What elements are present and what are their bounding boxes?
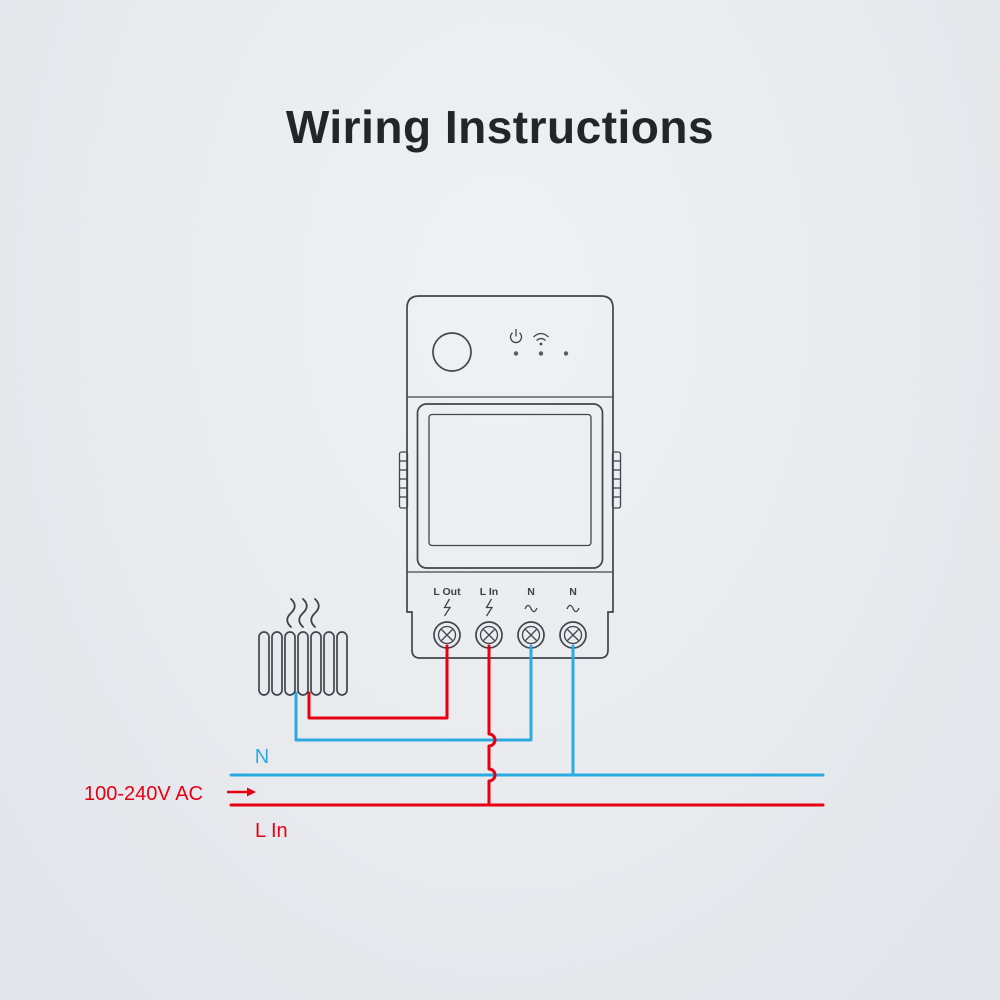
page-title: Wiring Instructions	[285, 101, 715, 153]
led-indicator	[563, 351, 569, 356]
terminal-label: N	[527, 586, 535, 598]
neutral-line-label: N	[255, 746, 269, 768]
terminal-screw-n1	[517, 621, 545, 649]
lightning-icon	[485, 598, 494, 617]
mounting-clip-right	[611, 451, 622, 509]
terminal-label: L In	[480, 586, 498, 598]
heater-load	[258, 598, 348, 696]
mounting-clip-left	[398, 451, 409, 509]
wifi-icon	[533, 332, 549, 346]
ac-wave-icon	[566, 604, 580, 613]
radiator-fins	[258, 631, 348, 696]
device-screen-display	[428, 413, 592, 547]
smart-switch-device: L Out L In N N	[398, 295, 622, 659]
led-indicator	[513, 351, 519, 356]
heat-waves-icon	[286, 598, 320, 628]
device-screen-frame	[416, 403, 604, 569]
terminal-screw-n2	[559, 621, 587, 649]
terminal-screw-lout	[433, 621, 461, 649]
terminal-label: L Out	[433, 586, 461, 598]
supply-arrow-icon	[227, 787, 256, 797]
power-icon	[509, 329, 523, 344]
wire-live-in	[487, 644, 497, 807]
wiring	[229, 644, 825, 807]
device-body	[406, 295, 614, 659]
terminal-label: N	[569, 586, 577, 598]
live-line-label: L In	[255, 820, 288, 842]
supply-voltage-label: 100-240V AC	[84, 783, 203, 805]
lightning-icon	[443, 598, 452, 617]
terminal-screw-lin	[475, 621, 503, 649]
ac-wave-icon	[524, 604, 538, 613]
led-indicator	[538, 351, 544, 356]
terminal-block: L Out L In N N	[433, 586, 587, 649]
wire-neutral-load	[294, 644, 533, 742]
device-button	[432, 332, 472, 372]
wire-live-out	[307, 644, 449, 720]
